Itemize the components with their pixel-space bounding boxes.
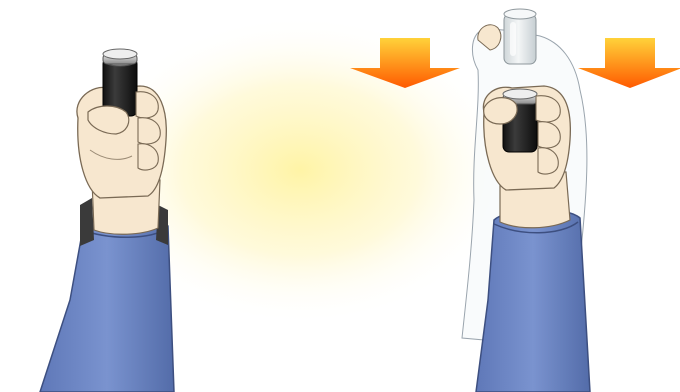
down-arrow-right-icon: [578, 38, 680, 88]
right-hand-stacked-tubes-icon: [462, 9, 590, 392]
right-glass-tube: [504, 9, 536, 64]
left-watch-band: [80, 198, 94, 246]
right-thumb: [484, 98, 517, 124]
left-hand-holding-tube-icon: [40, 49, 174, 392]
left-sleeve: [40, 216, 174, 392]
right-sleeve: [476, 209, 590, 392]
